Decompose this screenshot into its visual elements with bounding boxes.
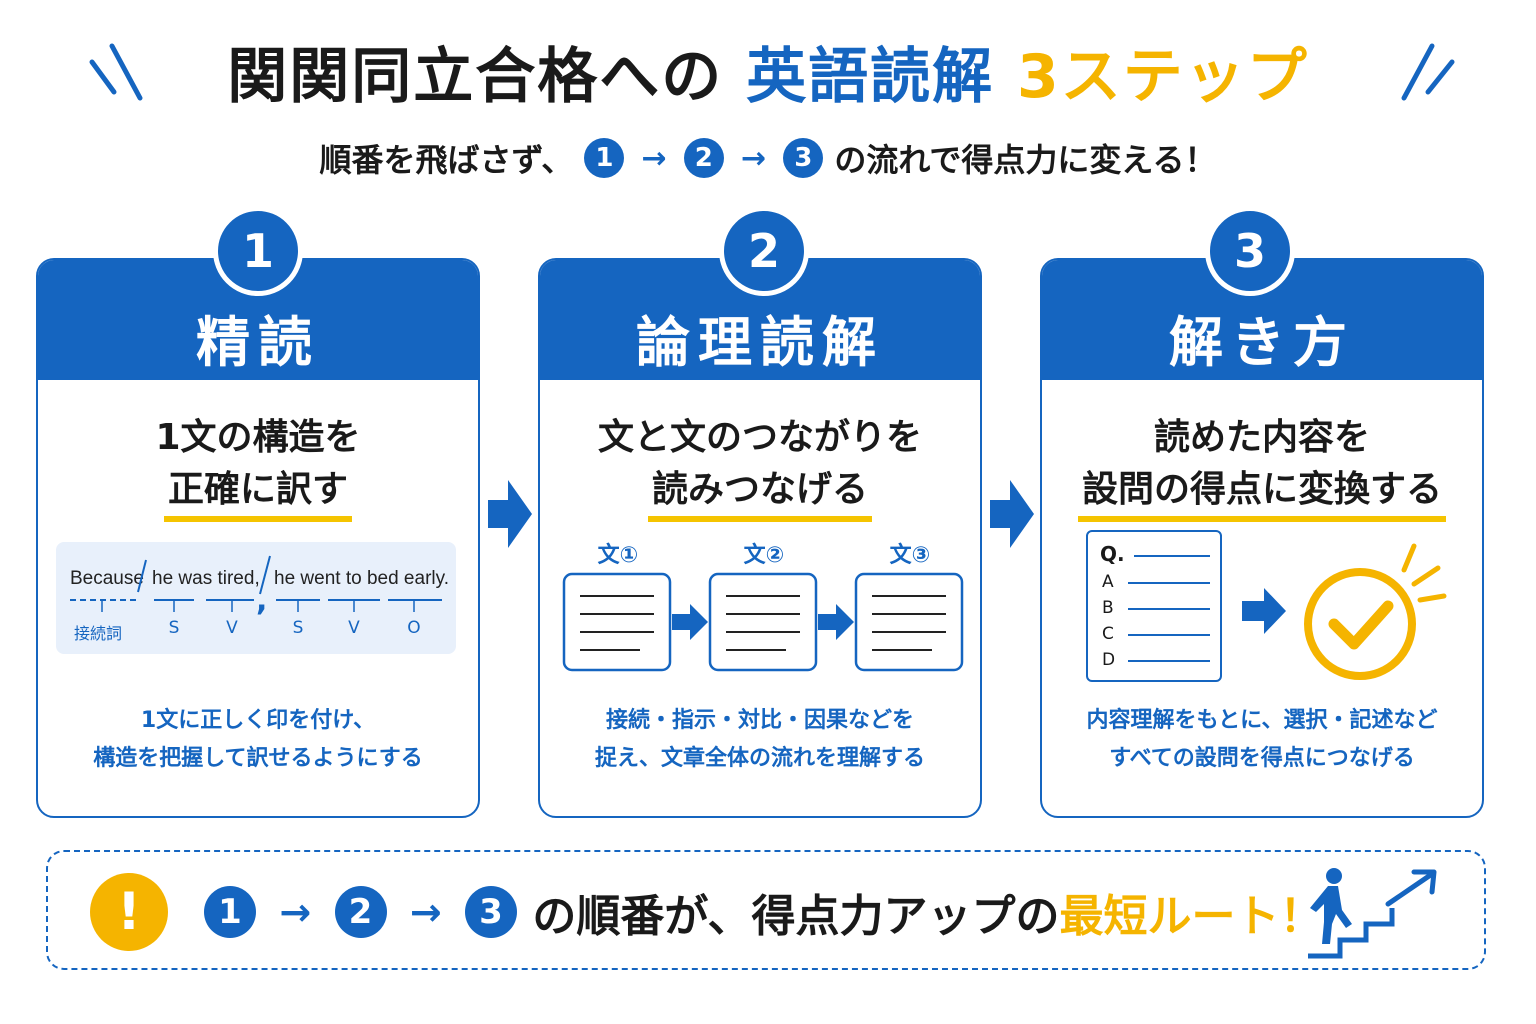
doc-1-icon bbox=[562, 572, 672, 672]
step-3-desc-line2: すべての設問を得点につなげる bbox=[1109, 746, 1415, 771]
subtitle-suffix: の流れで得点力に変える！ bbox=[834, 141, 1217, 179]
option-b: B bbox=[1102, 598, 1114, 618]
left-accent-lines-icon bbox=[89, 43, 143, 101]
climbing-stairs-icon bbox=[1308, 868, 1437, 959]
label-v-1: V bbox=[226, 618, 238, 638]
sentence-part-clause1: he was tired, bbox=[152, 568, 260, 589]
step-card-2: 論理読解 文と文のつながりを 読みつなげる 文① 文② 文③ bbox=[538, 258, 982, 818]
step-3-lead-line2: 設問の得点に変換する bbox=[1077, 460, 1446, 522]
banner-arrow-1: → bbox=[279, 890, 312, 934]
banner-arrow-2: → bbox=[409, 890, 442, 934]
label-v-2: V bbox=[348, 618, 360, 638]
sentence-part-clause2: he went to bed early. bbox=[274, 568, 449, 589]
doc-3-icon bbox=[854, 572, 964, 672]
banner-text-highlight: 最短ルート！ bbox=[1059, 891, 1324, 942]
step-2-desc-line1: 接続・指示・対比・因果などを bbox=[605, 708, 914, 733]
summary-banner: ! 1 → 2 → 3 の順番が、得点力アップの最短ルート！ bbox=[46, 850, 1486, 970]
doc-arrow-2-icon bbox=[818, 604, 854, 640]
exclamation-icon: ! bbox=[90, 873, 168, 951]
option-a: A bbox=[1102, 572, 1114, 592]
subtitle-prefix: 順番を飛ばさず、 bbox=[319, 141, 574, 179]
question-label: Q. bbox=[1100, 542, 1125, 566]
subtitle-arrow-1: → bbox=[641, 140, 667, 176]
question-sheet: Q. A B C D bbox=[1086, 530, 1222, 682]
sentence-structure-diagram: Because he was tired, he went to bed ear… bbox=[56, 542, 456, 654]
step-card-3: 解き方 読めた内容を 設問の得点に変換する Q. A B C D 内容理解をもと… bbox=[1040, 258, 1484, 818]
step-1-lead-line1: 1文の構造を bbox=[155, 417, 361, 458]
option-d: D bbox=[1102, 650, 1116, 670]
step-1-desc-line1: 1文に正しく印を付け、 bbox=[140, 708, 376, 733]
banner-step-2-badge: 2 bbox=[334, 886, 387, 938]
sentence-part-because: Because bbox=[70, 568, 144, 589]
step-2-lead-line2: 読みつなげる bbox=[647, 460, 872, 522]
step-card-1: 精読 1文の構造を 正確に訳す Because he was tired, he… bbox=[36, 258, 480, 818]
banner-step-3-badge: 3 bbox=[465, 886, 517, 938]
step-1-desc-line2: 構造を把握して訳せるようにする bbox=[93, 746, 423, 771]
sentence-slash-marks: , bbox=[70, 555, 442, 618]
step-2-number-badge: 2 bbox=[719, 206, 809, 296]
step-3-lead-line1: 読めた内容を bbox=[1153, 417, 1370, 458]
label-s-2: S bbox=[292, 618, 304, 638]
banner-step-1-badge: 1 bbox=[204, 886, 256, 938]
banner-text-main: の順番が、得点力アップの bbox=[532, 891, 1060, 942]
step-1-lead-line2: 正確に訳す bbox=[163, 460, 352, 522]
svg-text:,: , bbox=[256, 583, 267, 618]
flow-arrow-1-icon bbox=[488, 480, 532, 548]
label-o: O bbox=[407, 618, 421, 638]
label-s-1: S bbox=[168, 618, 180, 638]
subtitle-step-2-badge: 2 bbox=[683, 138, 724, 178]
doc-arrow-1-icon bbox=[672, 604, 708, 640]
checkmark-icon bbox=[1304, 543, 1447, 680]
doc-2-icon bbox=[708, 572, 818, 672]
doc-label-3: 文③ bbox=[889, 543, 931, 568]
title-prefix: 関関同立合格への bbox=[227, 42, 724, 112]
sentence-flow-diagram bbox=[562, 572, 964, 672]
step-3-number-badge: 3 bbox=[1205, 206, 1295, 296]
label-conjunction: 接続詞 bbox=[74, 624, 123, 643]
doc-label-2: 文② bbox=[743, 543, 785, 568]
right-accent-lines-icon bbox=[1401, 43, 1455, 101]
step-2-desc-line2: 捉え、文章全体の流れを理解する bbox=[594, 746, 925, 771]
step-2-lead-line1: 文と文のつながりを bbox=[597, 417, 922, 458]
question-lines bbox=[1128, 555, 1210, 662]
step-1-number-badge: 1 bbox=[213, 206, 303, 296]
title-blue: 英語読解 bbox=[746, 42, 995, 112]
subtitle-step-3-badge: 3 bbox=[783, 138, 824, 178]
step-3-title: 解き方 bbox=[1169, 311, 1355, 374]
step-1-title: 精読 bbox=[196, 311, 320, 374]
doc-label-1: 文① bbox=[597, 543, 639, 568]
step-2-title: 論理読解 bbox=[636, 311, 884, 374]
step-3-desc-line1: 内容理解をもとに、選択・記述など bbox=[1086, 708, 1438, 733]
flow-arrow-2-icon bbox=[990, 480, 1034, 548]
banner-message: 1 → 2 → 3 の順番が、得点力アップの最短ルート！ bbox=[204, 880, 1323, 944]
page-title: 関関同立合格への 英語読解 3ステップ bbox=[0, 28, 1536, 115]
subtitle-step-1-badge: 1 bbox=[584, 138, 625, 178]
convert-arrow-icon bbox=[1242, 588, 1286, 634]
subtitle: 順番を飛ばさず、 1 → 2 → 3 の流れで得点力に変える！ bbox=[0, 135, 1536, 181]
subtitle-arrow-2: → bbox=[740, 140, 767, 176]
option-c: C bbox=[1102, 624, 1114, 644]
title-yellow: 3ステップ bbox=[1017, 42, 1309, 112]
